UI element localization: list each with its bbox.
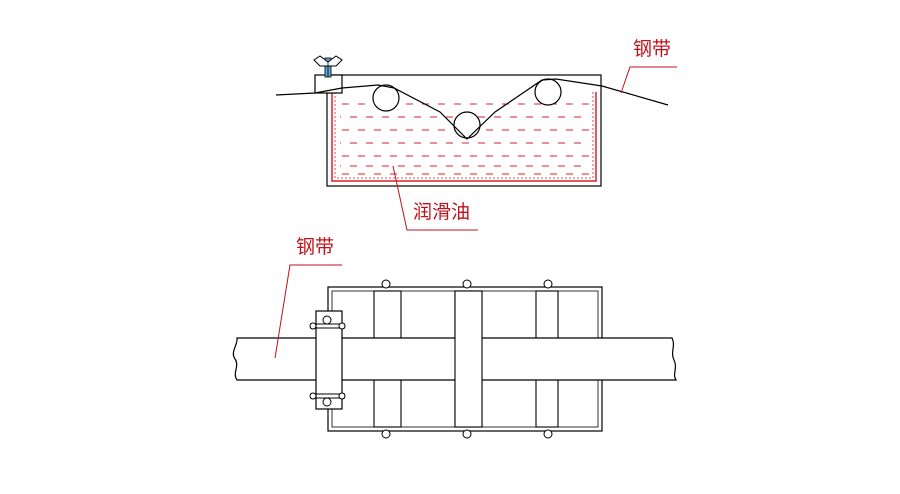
clamp-bolts [309,315,346,407]
roller-left [372,84,400,112]
pins-top [381,279,553,289]
oil-tank-top-view [232,279,678,439]
roller-right [534,78,562,106]
bolt-head-icon [322,315,332,325]
tank-outline [326,74,602,187]
oil-tank-side-view [275,55,669,187]
leader-lubricating-oil [392,165,478,231]
label-steel-strip-bottom: 钢带 [296,236,335,258]
pins-bottom [381,429,553,439]
wingnut-icon [313,55,343,78]
leader-steel-strip-bottom [274,264,342,359]
label-lubricating-oil: 润滑油 [413,201,471,223]
roller-bottom [453,111,481,139]
clamp-bar [315,310,343,410]
leader-steel-strip-top [620,66,677,94]
tank-lining [331,92,597,182]
annotation-leaders-top [392,66,677,231]
steel-strip-path [275,78,669,140]
bolt-head-icon [322,397,332,407]
label-steel-strip-top: 钢带 [633,38,672,60]
